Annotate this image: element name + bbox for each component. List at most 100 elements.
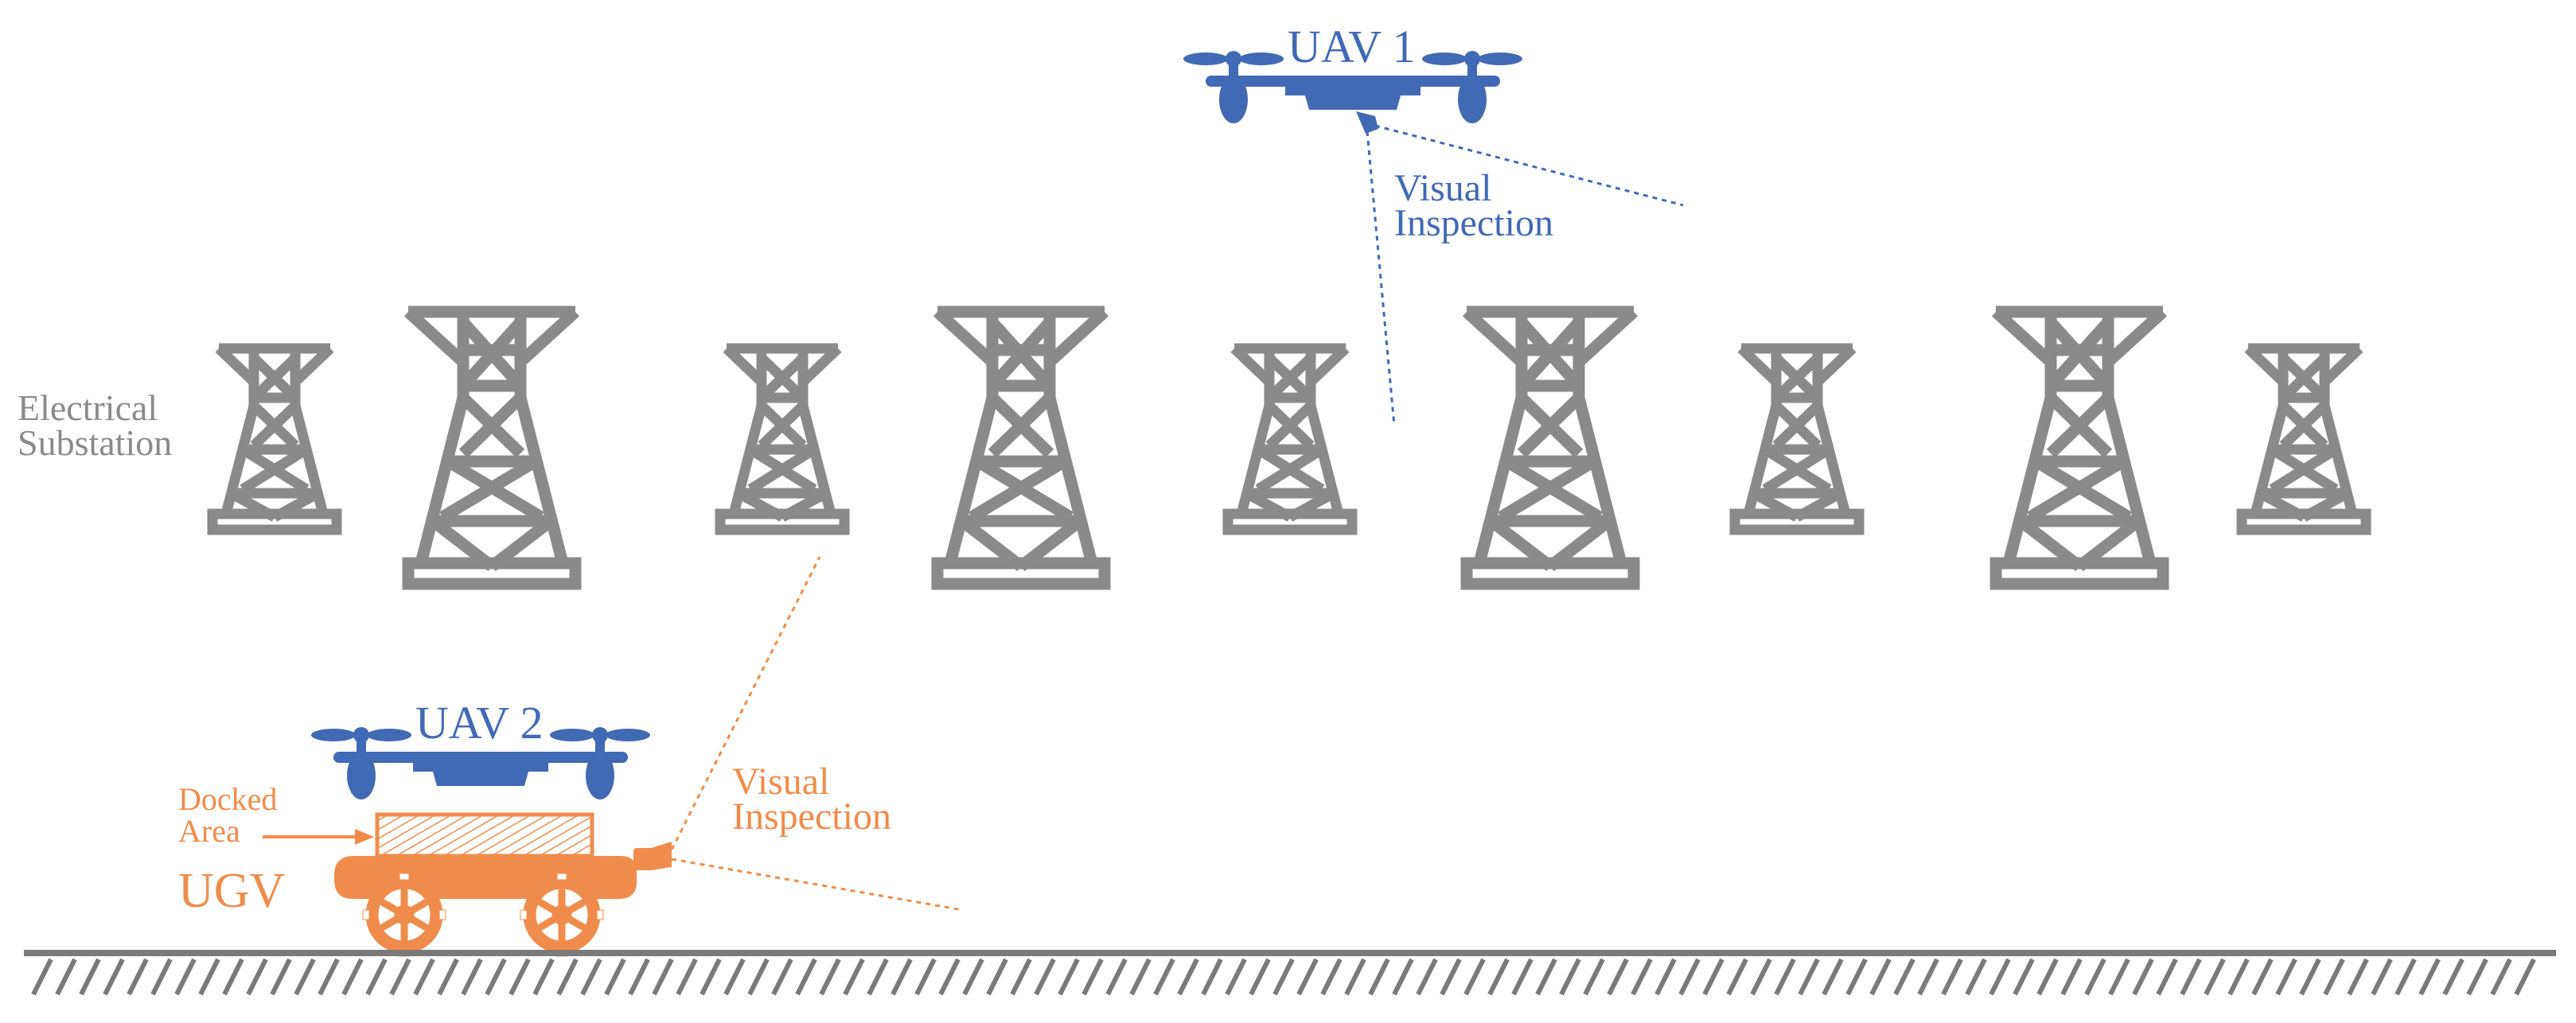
transmission-tower-icon: [2242, 334, 2366, 530]
ground-hatch: [628, 958, 650, 996]
ground-hatch: [1654, 958, 1677, 996]
substation-label-line2: Substation: [18, 422, 172, 463]
electrical-substation: [212, 294, 2366, 584]
ground-hatch: [437, 958, 459, 996]
ground-hatch: [723, 958, 746, 996]
ground-hatch: [843, 958, 865, 996]
ground-hatch: [2442, 958, 2465, 996]
ground-hatch: [1416, 958, 1438, 996]
ground-hatch: [150, 958, 173, 996]
ground-hatch: [1869, 958, 1892, 996]
ground-hatch: [1941, 958, 1963, 996]
ground-hatch: [1129, 958, 1152, 996]
ugv-with-uav2: UAV 2 Docked Area UGV Visual Inspection: [178, 556, 964, 956]
ground-hatch: [222, 958, 244, 996]
ground-hatch: [341, 958, 364, 996]
ground-hatch: [1440, 958, 1462, 996]
docked-area: [375, 812, 594, 858]
uav2-label: UAV 2: [415, 697, 544, 749]
ground-hatch: [1917, 958, 1939, 996]
ground-hatch: [294, 958, 316, 996]
ground-hatch: [1607, 958, 1629, 996]
ground-hatch: [556, 958, 579, 996]
ground-hatch: [1965, 958, 1987, 996]
arrow-head-icon: [355, 829, 374, 845]
ground-hatch: [1249, 958, 1271, 996]
ground-hatch: [174, 958, 197, 996]
ground-hatch: [1702, 958, 1724, 996]
substation-label-line1: Electrical: [18, 387, 158, 428]
ground-hatch: [365, 958, 388, 996]
ground-hatch: [1583, 958, 1605, 996]
ground-hatch: [1750, 958, 1772, 996]
ground-hatch: [1774, 958, 1796, 996]
ground-hatch: [1034, 958, 1056, 996]
ground-hatch: [1272, 958, 1295, 996]
ground-hatch: [1487, 958, 1510, 996]
ground-hatch: [2132, 958, 2154, 996]
ground-hatch: [2013, 958, 2035, 996]
ground-hatch: [1058, 958, 1080, 996]
ground-hatch: [31, 958, 53, 996]
ground-hatch: [2323, 958, 2345, 996]
ground-hatch: [2514, 958, 2536, 996]
ground-hatch: [2180, 958, 2202, 996]
ground-hatch: [1535, 958, 1557, 996]
camera-icon: [1356, 111, 1378, 134]
ugv-view-ray-lower: [671, 858, 964, 912]
transmission-tower-icon: [720, 334, 844, 530]
ground-hatch: [1822, 958, 1844, 996]
transmission-tower-icon: [1228, 334, 1352, 530]
ground-hatch: [485, 958, 507, 996]
uav1-label: UAV 1: [1288, 21, 1416, 72]
ground-hatch: [2347, 958, 2369, 996]
ground-hatch: [700, 958, 722, 996]
uav1-inspection-label-line1: Visual: [1394, 167, 1491, 209]
ground-hatch: [2371, 958, 2393, 996]
ground-hatch: [1511, 958, 1534, 996]
ground-hatch: [2227, 958, 2250, 996]
ground: [24, 950, 2556, 996]
ugv-inspection-label-line1: Visual: [732, 760, 829, 803]
camera-icon: [633, 842, 672, 870]
ground-hatch: [2084, 958, 2106, 996]
ground-hatch: [1631, 958, 1653, 996]
ground-hatch: [2108, 958, 2130, 996]
ground-hatch: [1344, 958, 1366, 996]
ground-hatch: [914, 958, 937, 996]
ground-hatch: [1010, 958, 1032, 996]
ground-hatch: [1105, 958, 1128, 996]
ground-hatch: [1989, 958, 2011, 996]
ground-hatch: [938, 958, 961, 996]
uav1-view-ray-lower: [1366, 130, 1396, 426]
ground-hatch: [2418, 958, 2441, 996]
ugv-label: UGV: [178, 864, 286, 918]
uav1-inspection-label-line2: Inspection: [1394, 202, 1553, 244]
ground-hatch: [604, 958, 626, 996]
ground-hatch: [1153, 958, 1175, 996]
ground-hatch: [318, 958, 340, 996]
ugv-inspection-label-line2: Inspection: [732, 795, 891, 838]
uav1: UAV 1 Visual Inspection: [1183, 21, 1684, 426]
ground-hatch: [1893, 958, 1915, 996]
ground-hatch: [389, 958, 411, 996]
ground-hatch: [652, 958, 674, 996]
ground-hatch: [127, 958, 149, 996]
transmission-tower-icon: [212, 334, 337, 530]
ground-hatch: [2395, 958, 2417, 996]
ugv-view-ray-upper: [670, 556, 821, 850]
ground-hatch: [890, 958, 913, 996]
transmission-tower-icon: [1735, 334, 1859, 530]
ground-hatch: [2036, 958, 2059, 996]
ground-hatch: [1296, 958, 1319, 996]
ground-hatch: [1201, 958, 1223, 996]
ground-hatch: [246, 958, 268, 996]
ground-hatch: [867, 958, 889, 996]
ground-hatch: [2156, 958, 2178, 996]
ground-hatch: [1559, 958, 1581, 996]
ground-hatch: [1392, 958, 1414, 996]
ground-hatch: [103, 958, 125, 996]
transmission-tower-icon: [1461, 294, 1639, 584]
ground-hatch: [580, 958, 602, 996]
